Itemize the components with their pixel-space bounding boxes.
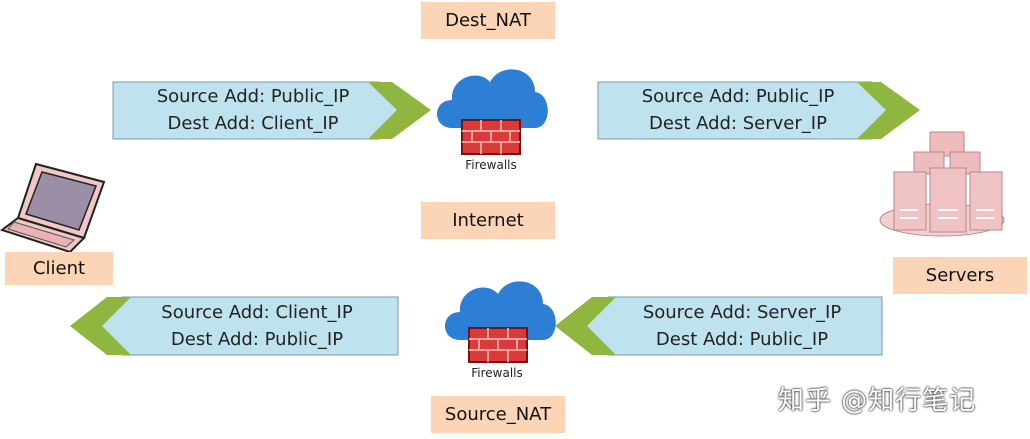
arrow-top-left-line2: Dest Add: Client_IP: [167, 113, 339, 134]
arrow-bottom-left-line2: Dest Add: Public_IP: [170, 329, 344, 350]
internet-label: Internet: [421, 202, 555, 239]
arrow-top-right-line1: Source Add: Public_IP: [641, 86, 835, 107]
arrow-bottom-left-line1: Source Add: Client_IP: [161, 302, 353, 323]
arrow-bottom-left-text: Source Add: Client_IP Dest Add: Public_I…: [122, 299, 392, 353]
arrow-top-left-line1: Source Add: Public_IP: [156, 86, 350, 107]
dest-nat-label: Dest_NAT: [421, 2, 555, 39]
watermark: 知乎 @知行笔记: [778, 386, 977, 416]
servers-label: Servers: [893, 257, 1027, 294]
client-label: Client: [5, 252, 113, 285]
arrow-bottom-right: [555, 296, 883, 356]
laptop-icon: [0, 162, 106, 254]
firewall-bottom-caption: Firewalls: [471, 366, 523, 380]
source-nat-label: Source_NAT: [431, 396, 565, 433]
firewall-top-caption: Firewalls: [465, 158, 517, 172]
arrow-bottom-left: [70, 296, 399, 356]
arrow-bottom-right-line2: Dest Add: Public_IP: [655, 329, 829, 350]
arrow-bottom-right-text: Source Add: Server_IP Dest Add: Public_I…: [606, 299, 878, 353]
arrow-top-right-text: Source Add: Public_IP Dest Add: Server_I…: [602, 83, 874, 137]
servers-icon: [879, 131, 1005, 237]
arrow-top-left-text: Source Add: Public_IP Dest Add: Client_I…: [118, 83, 388, 137]
arrow-top-right-line2: Dest Add: Server_IP: [649, 113, 827, 134]
arrow-bottom-right-line1: Source Add: Server_IP: [642, 302, 842, 323]
cloud-firewall-top-icon: [437, 69, 548, 155]
arrow-top-left: [112, 81, 431, 140]
cloud-firewall-bottom-icon: [445, 281, 556, 363]
arrow-top-right: [597, 81, 920, 140]
